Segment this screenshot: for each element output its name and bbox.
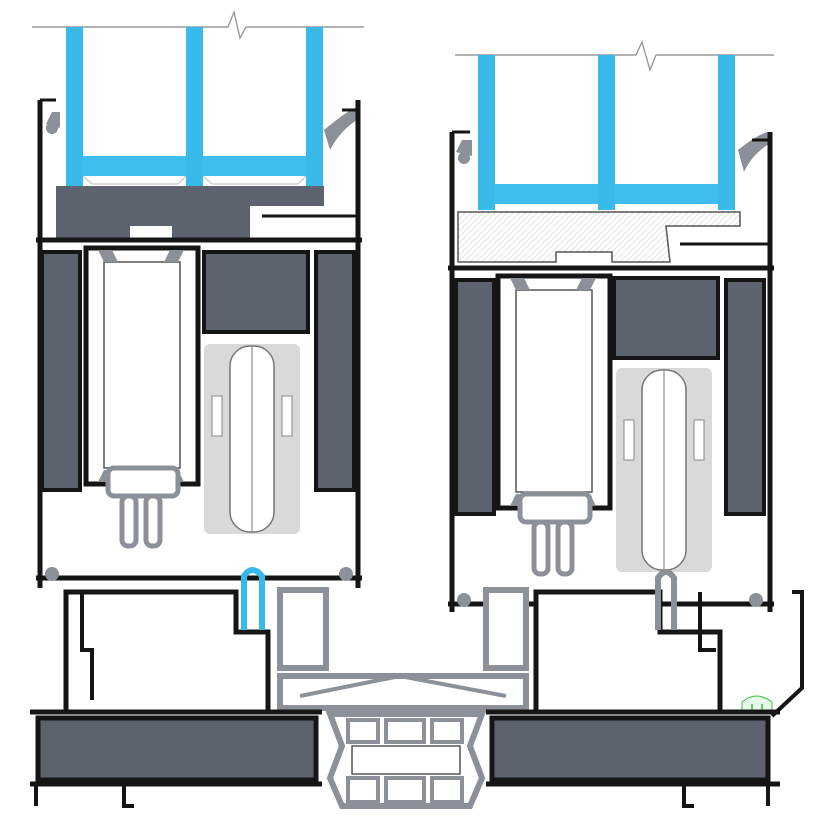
- right-glazing-bead: [457, 211, 741, 263]
- left-sash: [32, 9, 364, 588]
- right-thermal-break: [517, 491, 593, 577]
- left-guide-rail: [241, 567, 265, 630]
- roller-wheel-icon-right: [616, 368, 712, 572]
- central-thermal-break: [325, 711, 487, 809]
- right-sash: [448, 39, 774, 612]
- right-glass-unit: [478, 55, 735, 210]
- roller-wheel-icon: [204, 344, 300, 534]
- left-glass-unit: [66, 27, 323, 187]
- left-thermal-break: [105, 465, 181, 549]
- outer-frame-sill: [30, 567, 804, 809]
